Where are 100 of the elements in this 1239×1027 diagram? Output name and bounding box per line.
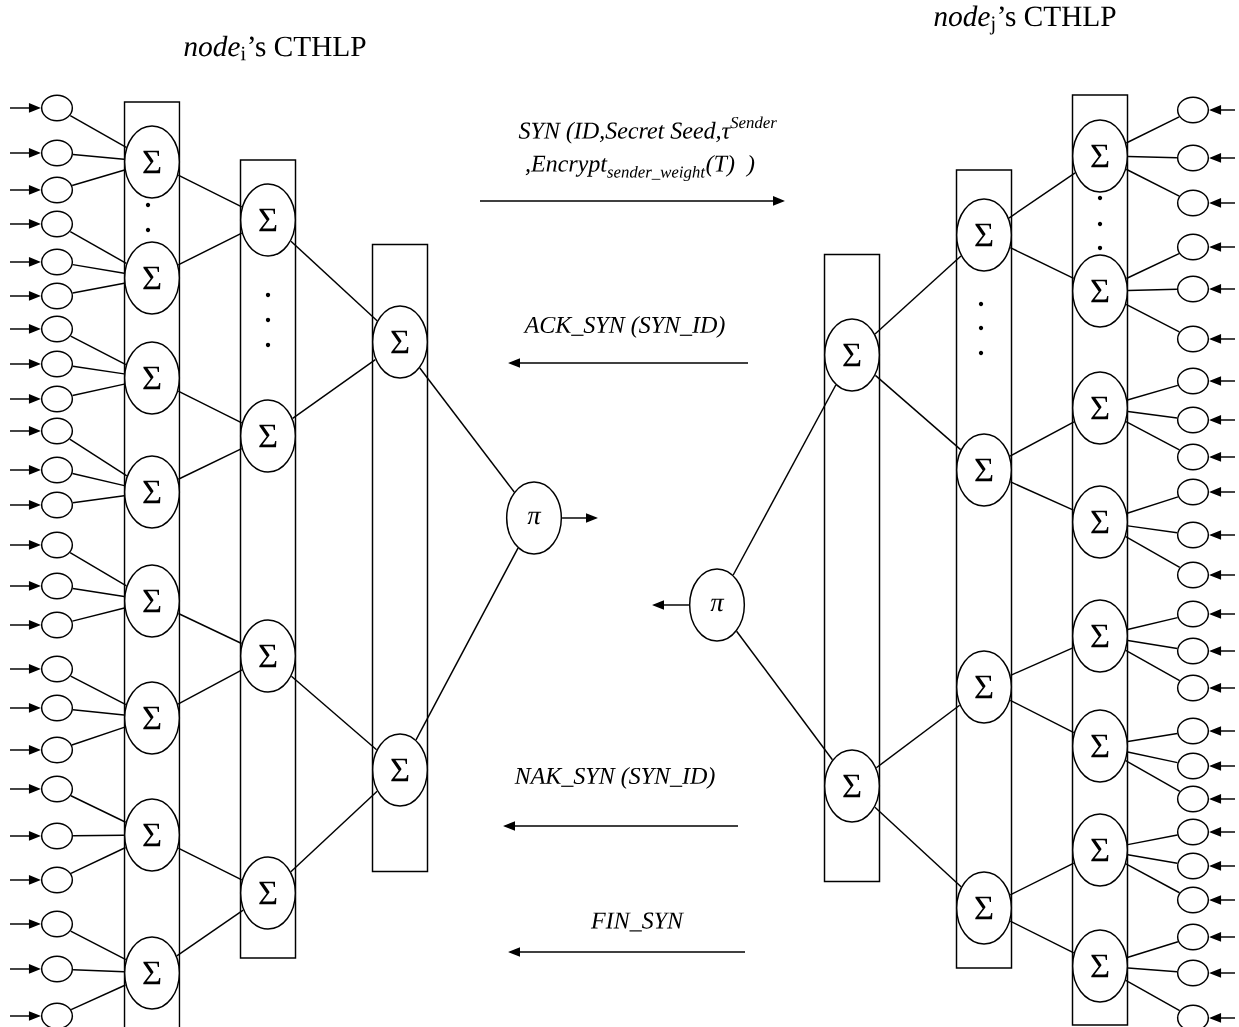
summation-node: Σ (123, 341, 181, 415)
input-node (1176, 886, 1210, 914)
connection-line (1127, 288, 1178, 292)
input-node (1176, 233, 1210, 261)
connection-line (71, 282, 125, 294)
input-node (1176, 852, 1210, 880)
connection-line (72, 968, 125, 973)
layer-box (1071, 94, 1129, 1026)
connection-line (71, 607, 126, 622)
input-node (40, 910, 74, 938)
connection-line (176, 909, 244, 957)
input-node (40, 531, 74, 559)
summation-node: Σ (1071, 929, 1129, 1003)
input-node (1176, 96, 1210, 124)
summation-node: Σ (1071, 485, 1129, 559)
summation-node: Σ (955, 198, 1013, 272)
input-node (40, 94, 74, 122)
connection-line (1125, 535, 1181, 569)
input-node (1176, 959, 1210, 987)
connection-line (1127, 155, 1178, 159)
connection-line (1127, 525, 1178, 534)
connection-line (71, 383, 126, 397)
summation-node: Σ (123, 455, 181, 529)
input-node (40, 210, 74, 238)
connection-line (1009, 920, 1075, 954)
input-node (40, 176, 74, 204)
input-node (1176, 600, 1210, 628)
connection-line (177, 232, 243, 266)
connection-line (1126, 616, 1179, 631)
connection-line (69, 438, 128, 477)
input-node (1176, 752, 1210, 780)
connection-line (290, 790, 378, 873)
connection-line (875, 704, 961, 769)
connection-line (69, 230, 127, 265)
connection-line (1125, 168, 1180, 197)
input-node (40, 248, 74, 276)
connection-line (1127, 967, 1178, 973)
connection-line (1127, 854, 1178, 865)
connection-line (1127, 732, 1178, 743)
input-node (40, 955, 74, 983)
input-node (40, 282, 74, 310)
connection-line (72, 834, 125, 837)
summation-node: Σ (1071, 119, 1129, 193)
input-node (1176, 637, 1210, 665)
connection-line (69, 335, 127, 366)
connection-line (72, 587, 125, 598)
connection-line (70, 795, 127, 823)
connection-line (1009, 481, 1075, 511)
summation-node: Σ (123, 936, 181, 1010)
connection-line (290, 240, 378, 322)
connection-line (1127, 834, 1179, 846)
connection-line (1009, 699, 1075, 734)
node-label: Σ (143, 961, 161, 985)
connection-line (1127, 410, 1178, 419)
message-label: FIN_SYN (590, 912, 685, 932)
connection-line (1125, 116, 1180, 144)
message-label: ACK_SYN (SYN_ID) (523, 316, 725, 338)
input-node (40, 822, 74, 850)
layer-box (823, 253, 881, 883)
connection-line (415, 547, 519, 741)
summation-node: Σ (123, 564, 181, 638)
connection-line (874, 374, 962, 451)
connection-line (1125, 863, 1181, 894)
summation-node: Σ (239, 856, 297, 930)
connection-line (1126, 940, 1179, 959)
summation-node: Σ (1071, 813, 1129, 887)
summation-node: Σ (955, 650, 1013, 724)
connection-line (1009, 246, 1075, 280)
summation-node: Σ (1071, 599, 1129, 673)
heading: node$_{j}$’s CTHLP (934, 5, 1116, 35)
layer-box (955, 169, 1013, 969)
connection-line (70, 984, 127, 1011)
input-node (1176, 275, 1210, 303)
connection-line (1125, 303, 1181, 333)
input-node (40, 866, 74, 894)
input-node (1176, 144, 1210, 172)
input-node (1176, 325, 1210, 353)
message-label: NAK_SYN (SYN_ID) (514, 767, 715, 789)
connection-line (72, 495, 125, 504)
input-node (40, 350, 74, 378)
connection-line (69, 552, 128, 587)
connection-line (874, 806, 962, 888)
input-node (1176, 189, 1210, 217)
summation-node: Σ (239, 183, 297, 257)
input-node (1176, 367, 1210, 395)
input-node (1176, 478, 1210, 506)
input-node (1176, 443, 1210, 471)
connection-line (177, 390, 243, 424)
summation-node: Σ (1071, 254, 1129, 328)
layer-box (371, 243, 429, 873)
summation-node: Σ (1071, 371, 1129, 445)
input-node (40, 694, 74, 722)
input-node (1176, 674, 1210, 702)
connection-line (1125, 759, 1181, 793)
input-node (1176, 521, 1210, 549)
connection-line (177, 447, 243, 480)
input-node (1176, 923, 1210, 951)
layer-box (239, 159, 297, 959)
summation-node: Σ (371, 305, 429, 379)
summation-node: Σ (239, 399, 297, 473)
